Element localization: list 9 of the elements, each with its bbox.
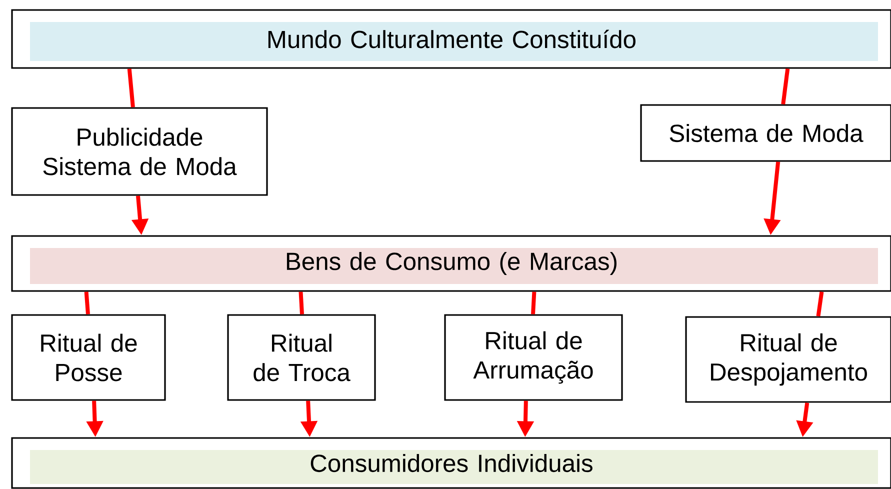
process-box: Ritual de Posse <box>11 314 166 401</box>
banner-box: Mundo Culturalmente Constituído <box>11 9 891 69</box>
banner-box: Bens de Consumo (e Marcas) <box>11 235 891 292</box>
process-box: Sistema de Moda <box>640 104 891 162</box>
process-box: Ritual de Despojamento <box>685 316 891 403</box>
process-box: Ritual de Troca <box>227 314 376 401</box>
process-box: Ritual de Arrumação <box>444 314 623 401</box>
process-box: Publicidade Sistema de Moda <box>11 107 268 196</box>
banner-box: Consumidores Individuais <box>11 437 891 489</box>
